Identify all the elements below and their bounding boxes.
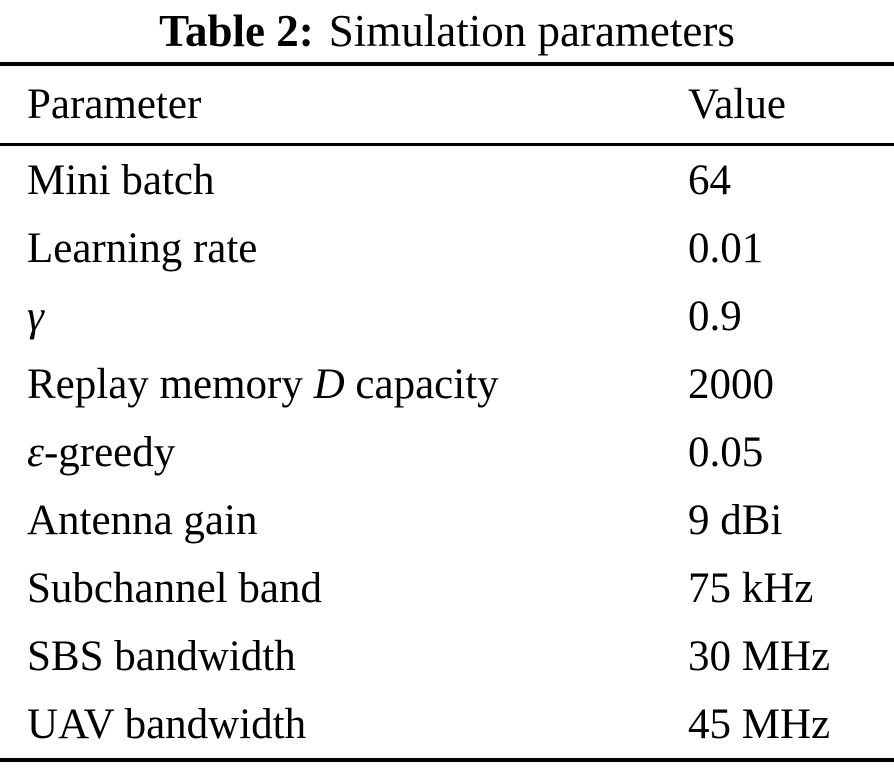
parameter-cell: Learning rate: [27, 224, 258, 272]
table-header-row: Parameter Value: [0, 66, 894, 143]
value-column-header: Value: [688, 81, 786, 128]
parameter-cell: SBS bandwidth: [27, 632, 296, 680]
parameter-cell: Mini batch: [27, 156, 215, 204]
header-rule: [0, 143, 894, 146]
table-caption: Table 2: Simulation parameters: [0, 0, 894, 62]
value-cell: 2000: [688, 360, 774, 408]
table-caption-text: Simulation parameters: [328, 6, 735, 56]
parameter-column-header: Parameter: [27, 81, 202, 128]
value-cell: 30 MHz: [688, 632, 831, 680]
table-row: γ 0.9: [0, 282, 894, 350]
table-caption-label: Table 2:: [159, 6, 314, 56]
parameter-cell: Antenna gain: [27, 496, 258, 544]
value-cell: 0.05: [688, 428, 764, 476]
top-rule: [0, 62, 894, 66]
value-cell: 0.9: [688, 292, 742, 340]
value-cell: 45 MHz: [688, 700, 831, 748]
table-row: SBS bandwidth 30 MHz: [0, 622, 894, 690]
table-row: Antenna gain 9 dBi: [0, 486, 894, 554]
bottom-rule: [0, 758, 894, 762]
table-row: UAV bandwidth 45 MHz: [0, 690, 894, 758]
table-row: ε-greedy 0.05: [0, 418, 894, 486]
value-cell: 9 dBi: [688, 496, 783, 544]
value-cell: 64: [688, 156, 731, 204]
table-row: Replay memory D capacity 2000: [0, 350, 894, 418]
table-row: Subchannel band 75 kHz: [0, 554, 894, 622]
parameter-cell: ε-greedy: [27, 428, 176, 476]
parameter-cell: Subchannel band: [27, 564, 322, 612]
value-cell: 75 kHz: [688, 564, 814, 612]
parameter-cell: γ: [27, 292, 44, 340]
parameter-cell: UAV bandwidth: [27, 700, 307, 748]
table-row: Learning rate 0.01: [0, 214, 894, 282]
value-cell: 0.01: [688, 224, 764, 272]
table-row: Mini batch 64: [0, 146, 894, 214]
parameter-cell: Replay memory D capacity: [27, 360, 499, 408]
